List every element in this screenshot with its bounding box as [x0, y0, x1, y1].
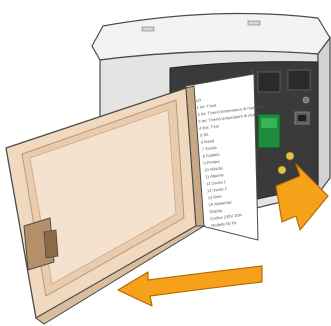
adjust-knob-1	[286, 152, 294, 160]
curved-arrow-shape	[118, 266, 262, 306]
adjust-knob-2	[278, 166, 286, 174]
reset-button	[303, 97, 309, 103]
display-window-2	[288, 70, 310, 90]
housing-clip-left	[142, 27, 154, 31]
display-window-1	[258, 72, 280, 92]
housing-clip-right	[248, 21, 260, 25]
door-latch-tab	[44, 230, 58, 258]
housing-side	[318, 38, 330, 194]
curved-arrow	[118, 266, 262, 306]
panel-label-mode: Mode	[262, 97, 271, 101]
label-line: LO	[196, 97, 202, 103]
network-port-inner	[298, 115, 306, 121]
panel-label-set: Set	[293, 95, 298, 99]
lcd-highlight	[261, 118, 277, 128]
display-sign: +	[301, 101, 303, 105]
